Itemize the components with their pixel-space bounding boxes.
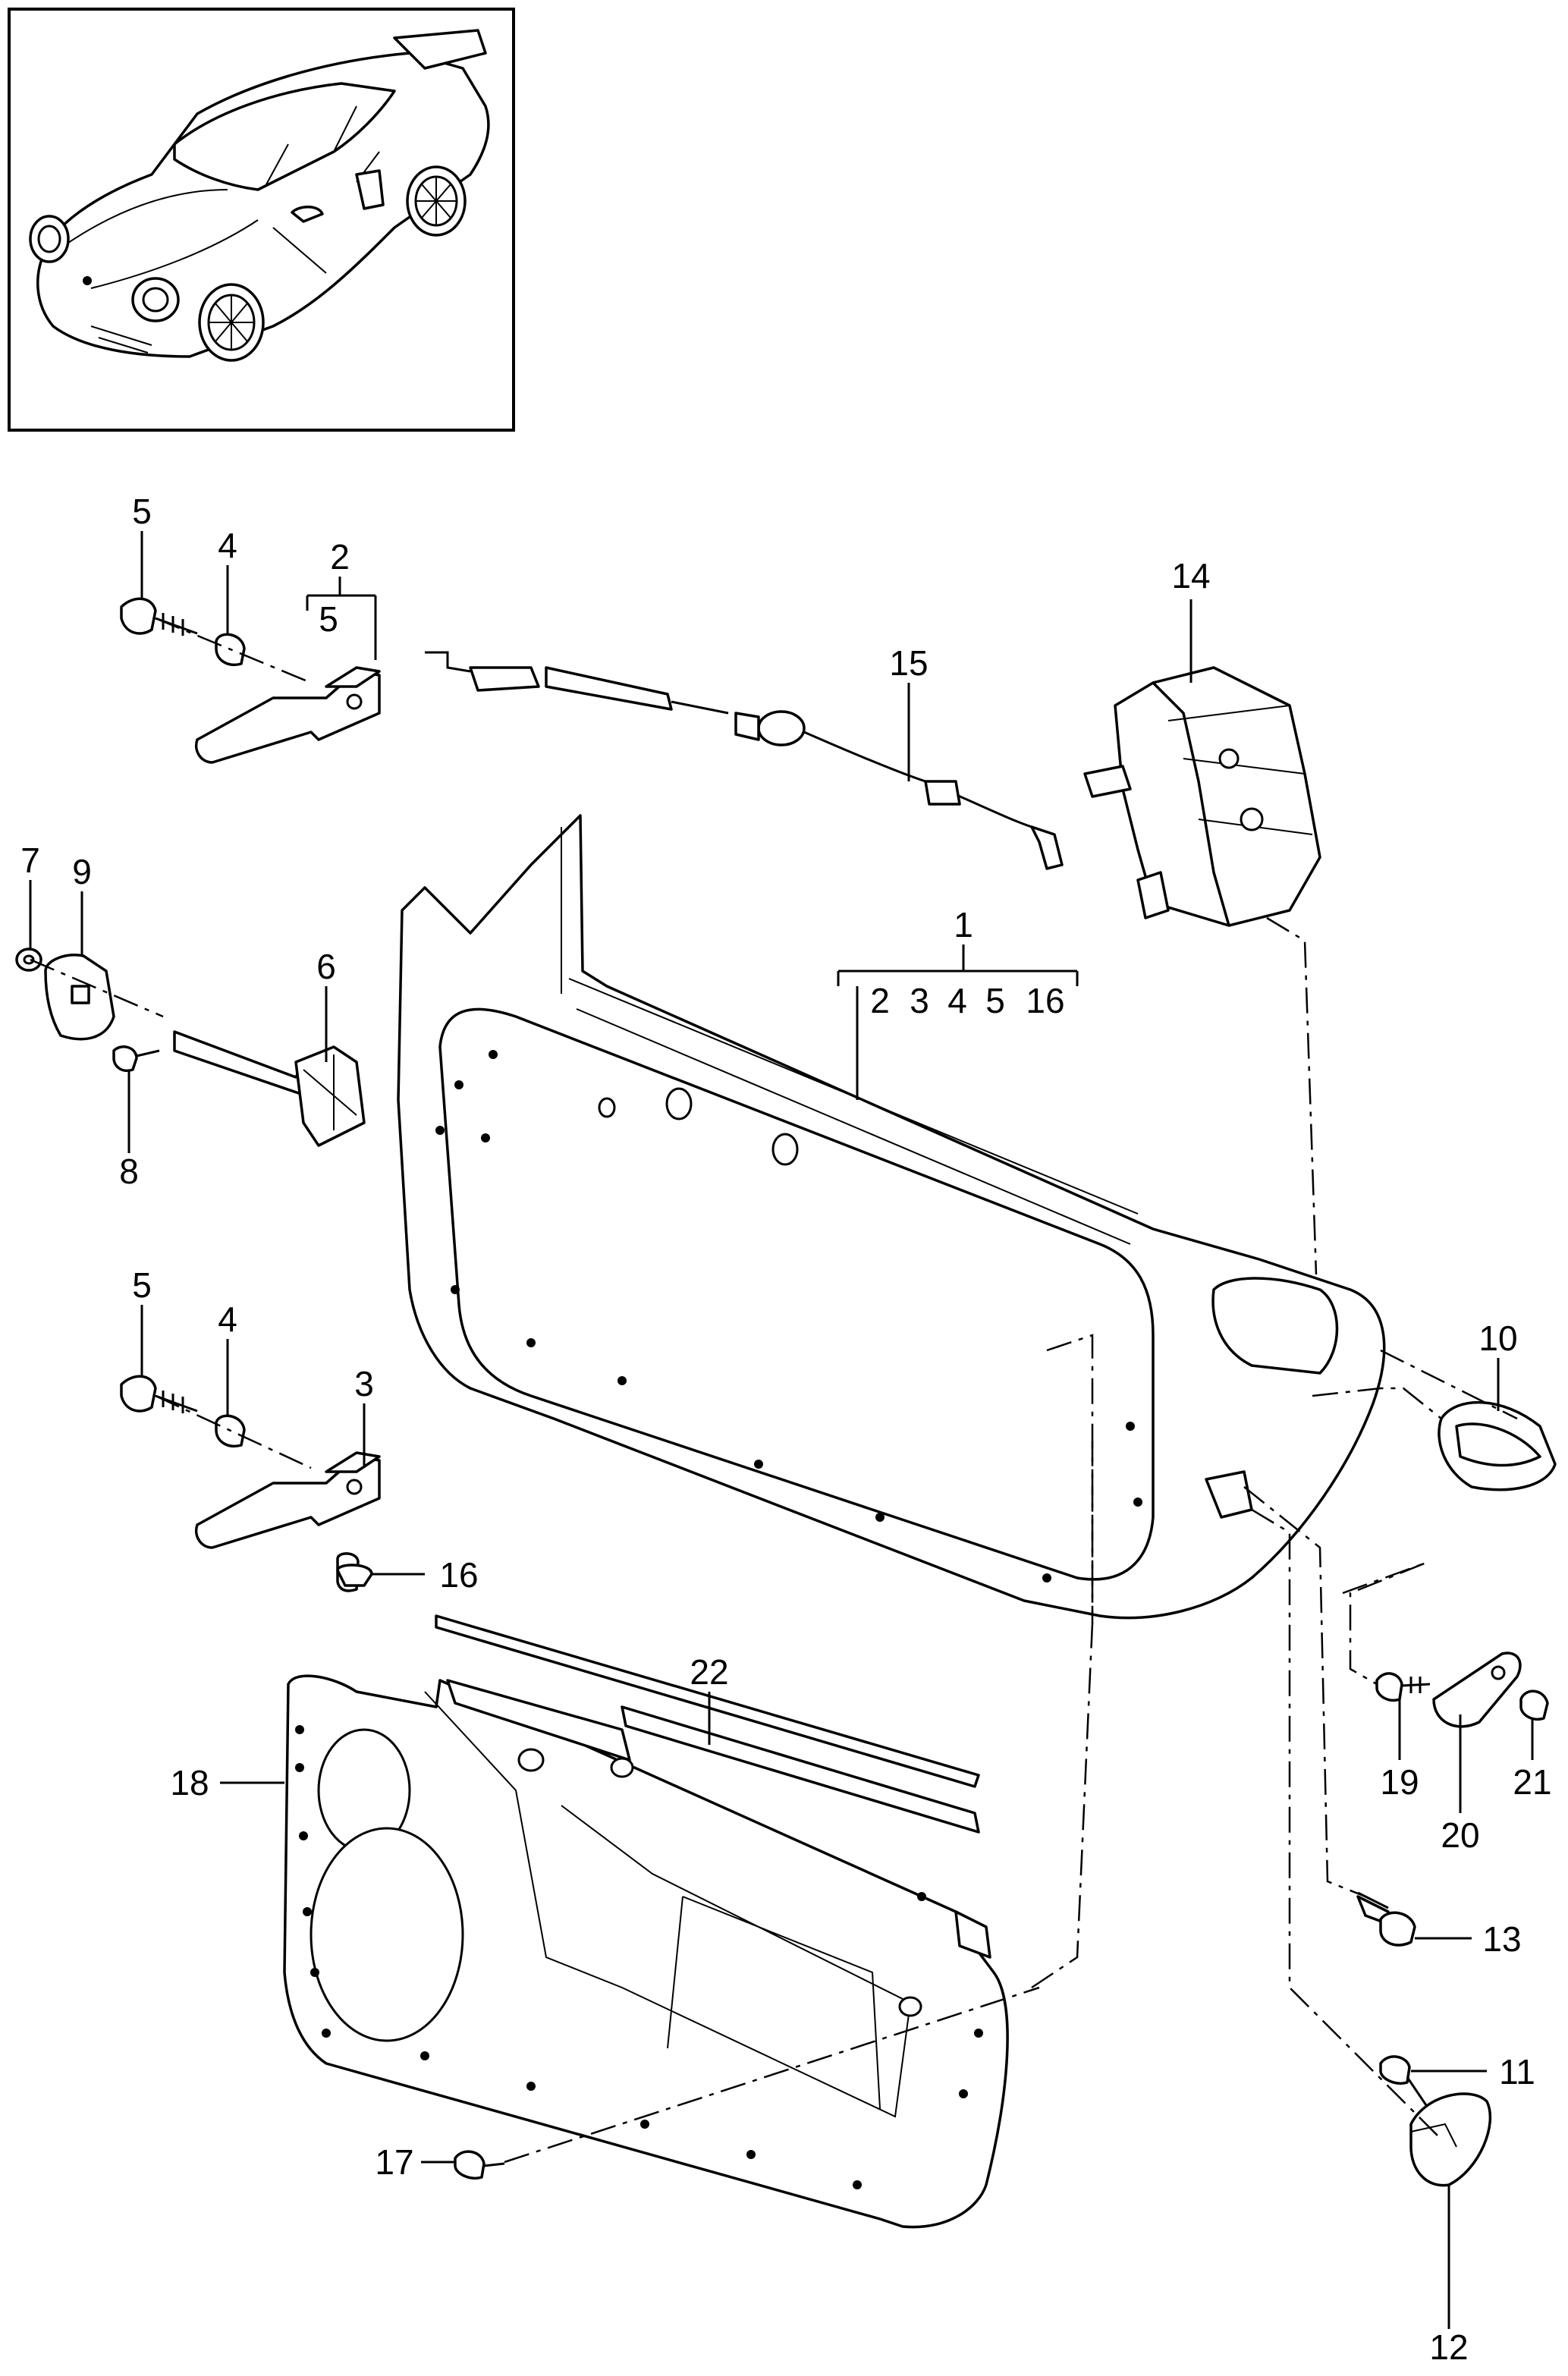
label-11: 11 (1499, 2052, 1535, 2092)
lock-cover-10 (1438, 1400, 1557, 1491)
label-15: 15 (889, 643, 928, 683)
screw-17 (454, 2150, 505, 2180)
label-1-group-2: 2 (870, 981, 890, 1020)
label-14: 14 (1171, 556, 1210, 596)
label-5-lower: 5 (132, 1265, 152, 1305)
label-2-group: 5 (319, 599, 338, 639)
label-9: 9 (72, 852, 92, 891)
label-3: 3 (354, 1364, 374, 1403)
cap-12 (1409, 2092, 1492, 2187)
door-shell (397, 814, 1386, 1620)
carrier-holes (295, 1725, 983, 2189)
label-16: 16 (439, 1555, 478, 1595)
label-1-group-5: 5 (985, 981, 1005, 1020)
actuating-cable (425, 651, 1064, 870)
nut-7 (15, 948, 42, 972)
label-2: 2 (330, 537, 350, 577)
hinge-upper (195, 666, 381, 764)
label-13: 13 (1482, 1919, 1521, 1959)
label-19: 19 (1380, 1762, 1419, 1802)
car-illustration (29, 29, 490, 362)
label-5-upper: 5 (132, 492, 152, 531)
striker-plate-20 (1432, 1652, 1522, 1728)
door-carrier (283, 1674, 1009, 2229)
bolt-19 (1375, 1672, 1431, 1702)
label-7: 7 (20, 841, 40, 880)
bolt-11 (1379, 2055, 1428, 2106)
leader-lines (29, 531, 1534, 2329)
door-check (173, 1030, 366, 1147)
label-1: 1 (954, 905, 973, 944)
vehicle-thumbnail (8, 8, 515, 432)
bolt-lower (120, 1375, 198, 1413)
label-8: 8 (119, 1152, 139, 1191)
label-18: 18 (170, 1763, 209, 1802)
label-1-group-3: 3 (910, 981, 929, 1020)
label-4-upper: 4 (218, 526, 237, 565)
door-lock (1083, 666, 1321, 927)
bolt-upper (120, 597, 198, 636)
bolt-8 (112, 1045, 160, 1072)
part-labels: 5 4 2 5 14 15 1 2 3 4 5 16 7 9 6 8 5 4 3… (20, 492, 1551, 2367)
label-20: 20 (1441, 1815, 1479, 1855)
door-shell-holes (435, 1050, 1142, 1582)
label-17: 17 (375, 2142, 413, 2182)
label-4-lower: 4 (218, 1300, 237, 1339)
label-1-group-4: 4 (947, 981, 967, 1020)
bolt-16 (336, 1552, 373, 1592)
hinge-lower (195, 1451, 381, 1549)
label-10: 10 (1478, 1318, 1517, 1358)
label-12: 12 (1429, 2327, 1468, 2367)
label-21: 21 (1513, 1762, 1551, 1802)
sealing-strip (435, 1614, 980, 1834)
label-22: 22 (690, 1652, 728, 1692)
bolt-13 (1356, 1891, 1416, 1947)
label-6: 6 (316, 947, 336, 986)
bolt-21 (1519, 1689, 1549, 1721)
check-cover (44, 954, 115, 1041)
label-1-group-16: 16 (1026, 981, 1064, 1020)
assembly-lines (30, 617, 1518, 2164)
